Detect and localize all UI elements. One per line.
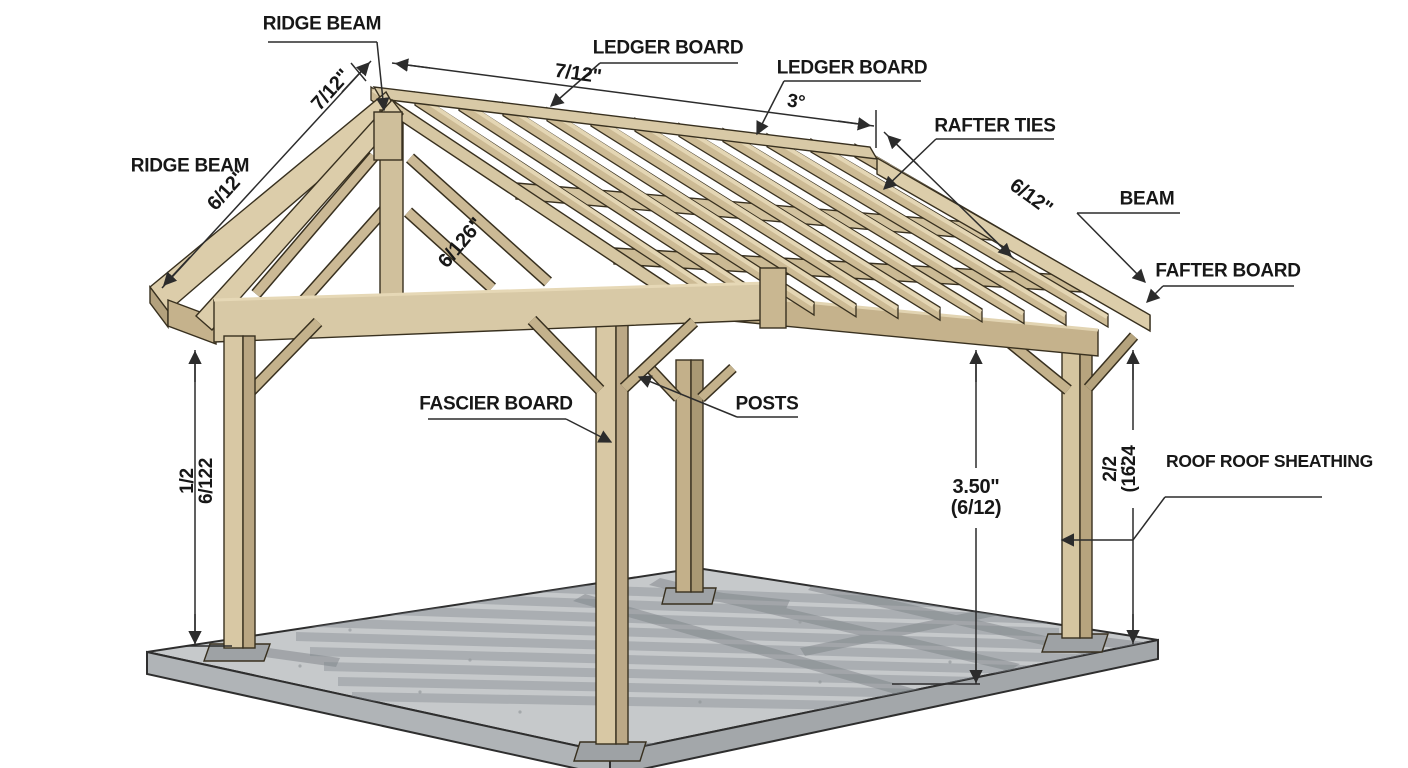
label-ledger-board-2: LEDGER BOARD [776, 57, 928, 79]
rafter-top-face [767, 135, 1067, 318]
leader-posts [637, 375, 738, 418]
front-beam [213, 267, 787, 343]
label-fafter-board: FAFTER BOARD [1155, 260, 1301, 282]
leader-beam [1076, 212, 1146, 283]
post-front-left [203, 335, 271, 662]
rafter-top-face [723, 129, 1025, 316]
fafter-board-shape [876, 156, 1151, 333]
leader-fafter-board [1146, 285, 1164, 303]
rafter-top-face [635, 119, 941, 312]
dim-line-left-slope [161, 60, 372, 289]
post-back [643, 359, 737, 605]
front-truss [195, 98, 689, 331]
leader-ledger-board-2 [756, 80, 785, 136]
dim-height-right-line2: (16̈24 [1119, 445, 1140, 493]
label-rafter-ties: RAFTER TIES [934, 115, 1056, 137]
leader-rafter-ties [883, 138, 937, 190]
label-beam: BEAM [1119, 188, 1175, 210]
label-ledger-board-1: LEDGER BOARD [592, 37, 744, 59]
dim-line-top [391, 58, 877, 148]
rafter-top-face [415, 93, 731, 304]
rafter-top-face [547, 109, 857, 309]
label-ridge-beam-left: RIDGE BEAM [130, 155, 250, 177]
rafter-top-face [811, 140, 1109, 319]
left-roof-edge [149, 90, 399, 346]
rafter-top-face [591, 114, 899, 311]
rafter-top-face [679, 124, 983, 314]
label-ridge-beam-top: RIDGE BEAM [262, 13, 382, 35]
dim-height-right: 2/2 (16̈24 [1100, 445, 1140, 493]
knee-braces [245, 315, 699, 397]
dim-height-middle-pitch: (6/12) [947, 498, 1005, 518]
label-roof-line1: ROOF [1166, 451, 1216, 472]
dim-height-right-line1: 2/2 [1100, 456, 1121, 482]
ridge-board [372, 86, 879, 160]
label-fascier-board: FASCIER BOARD [419, 393, 573, 415]
dim-height-left: 1/2 6/122 [177, 457, 217, 505]
post-front-center [573, 299, 647, 762]
dim-height-middle-value: 3.50" [949, 477, 1003, 497]
dim-height-left-line1: 1/2 [177, 468, 198, 494]
label-posts: POSTS [735, 393, 799, 415]
dim-line-right-slope [883, 131, 1015, 260]
rafter-top-face [459, 98, 773, 306]
dim-angle-top: 3° [785, 90, 807, 114]
leader-ledger-board-1 [549, 62, 601, 107]
label-roof-line2: ROOF SHEATHING [1219, 451, 1373, 472]
dim-line-height-left [186, 350, 232, 647]
leader-fascier-board [565, 418, 613, 443]
label-roof-sheathing: ROOF ROOF SHEATHING [1166, 451, 1373, 472]
ridge-beam-end-block [373, 111, 403, 161]
annotation-lines [161, 41, 1322, 685]
dim-line-height-middle [892, 350, 983, 685]
dim-height-left-line2: 6/122 [196, 457, 217, 505]
leader-ridge-beam-top [376, 41, 390, 112]
timber-structure [149, 85, 1151, 762]
